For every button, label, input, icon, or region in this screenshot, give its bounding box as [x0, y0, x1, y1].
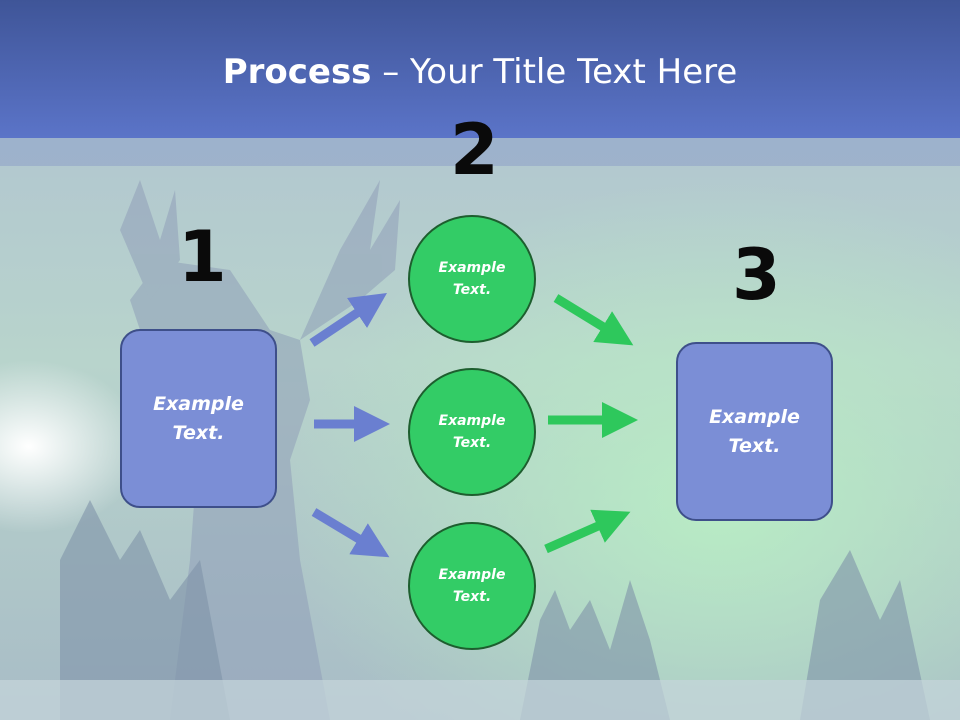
step2-circle-middle: Example Text.	[408, 368, 536, 496]
step3-box: Example Text.	[676, 342, 833, 521]
step-number-1: 1	[178, 216, 227, 298]
step2-circle-middle-text: Example Text.	[438, 412, 506, 451]
title-rest: – Your Title Text Here	[371, 52, 738, 92]
step-number-3: 3	[732, 234, 781, 316]
step2-circle-top: Example Text.	[408, 215, 536, 343]
step-number-2: 2	[450, 109, 499, 191]
step2-circle-bottom-text: Example Text.	[438, 566, 506, 605]
title-bar	[0, 0, 960, 138]
step1-box-text: Example Text.	[153, 393, 244, 444]
arrow-left-to-bottom	[311, 508, 390, 558]
arrow-left-to-top	[309, 293, 387, 347]
arrow-top-to-right	[553, 294, 634, 346]
slide-title: Process – Your Title Text Here	[0, 52, 960, 92]
step2-circle-bottom: Example Text.	[408, 522, 536, 650]
step3-box-text: Example Text.	[709, 406, 800, 457]
title-bold: Process	[222, 52, 372, 92]
header-strip	[0, 138, 960, 166]
step1-box: Example Text.	[120, 329, 277, 508]
step2-circle-top-text: Example Text.	[438, 259, 506, 298]
arrow-bottom-to-right	[544, 509, 631, 554]
